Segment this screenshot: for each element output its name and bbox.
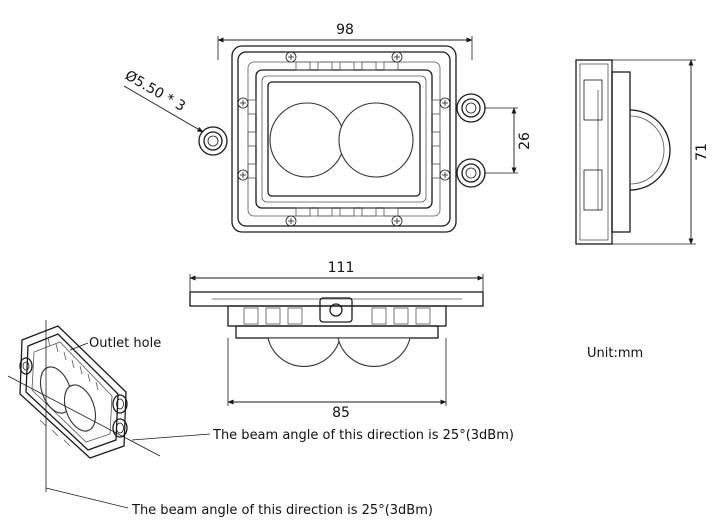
iso-housing-outer: [19, 325, 127, 459]
lens-left: [269, 102, 345, 178]
outlet-hole-front: [329, 303, 343, 317]
front-ribs: [243, 307, 431, 325]
side-lens-frame: [611, 71, 631, 233]
mounting-hole-left: [198, 126, 228, 156]
housing-inner: [237, 51, 451, 227]
isometric-view: Outlet hole The beam angle of this direc…: [7, 320, 514, 518]
screw-icons: [237, 51, 451, 227]
outlet-hole-label: Outlet hole: [89, 336, 161, 351]
unit-label: Unit:mm: [587, 346, 643, 361]
mounting-hole-right-top: [456, 93, 486, 123]
hole-diameter-label: Ø5.50 * 3: [122, 68, 188, 115]
bottom-ribs: [295, 207, 399, 217]
hole-leader-line: [123, 85, 204, 133]
iso-frame: [31, 341, 113, 443]
front-lens-left: [267, 337, 341, 368]
beam-leader-line-2: [45, 487, 129, 509]
housing-outer: [231, 45, 457, 233]
iso-axis-diagonal: [7, 375, 161, 457]
dimension-85-label: 85: [332, 405, 350, 421]
front-lens-right: [337, 337, 411, 368]
dimension-71-label: 71: [694, 143, 710, 161]
outlet-leader-line: [69, 342, 89, 351]
side-inner: [579, 63, 609, 241]
iso-lens-right: [63, 384, 97, 432]
side-lens-dome-inner: [629, 115, 665, 185]
dimension-26-label: 26: [517, 132, 533, 150]
mounting-hole-right-bottom: [456, 158, 486, 188]
side-view: 71: [575, 59, 710, 245]
side-lens-dome: [629, 109, 671, 191]
side-ribs: [247, 99, 441, 179]
outlet-boss: [319, 297, 353, 323]
front-view: 111 85: [189, 260, 484, 421]
lens-window: [267, 81, 421, 197]
iso-mounting-holes: [19, 357, 128, 438]
front-lens-frame: [235, 325, 439, 339]
iso-housing-inner: [25, 333, 119, 451]
iso-ribs: [39, 337, 99, 447]
dimension-98-label: 98: [336, 22, 354, 38]
lens-right: [338, 102, 414, 178]
top-ribs: [295, 61, 399, 71]
dimension-111-label: 111: [328, 260, 355, 276]
beam-leader-line-1: [131, 433, 211, 441]
frame-inner: [261, 75, 427, 203]
beam-angle-label-2: The beam angle of this direction is 25°(…: [131, 503, 433, 518]
beam-angle-label-1: The beam angle of this direction is 25°(…: [212, 428, 514, 443]
side-detail: [583, 169, 603, 211]
side-body: [575, 59, 613, 245]
side-detail: [583, 79, 603, 121]
top-view: 98: [122, 22, 533, 233]
